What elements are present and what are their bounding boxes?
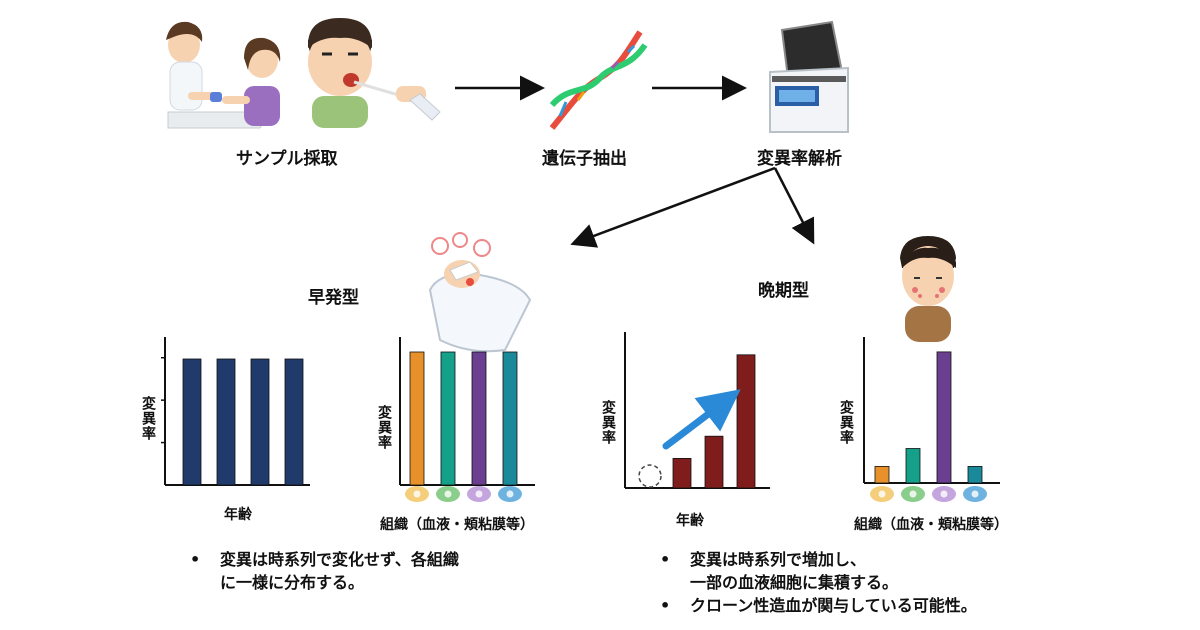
dna-helix-icon <box>549 30 648 130</box>
early-tissue-ylabel: 変異率 <box>376 405 392 450</box>
late-bullet-1-line-1: 変異は時系列で増加し、 <box>690 550 867 569</box>
step-mutation-analysis-label: 変異率解析 <box>757 149 842 169</box>
charts-layer <box>161 332 1000 502</box>
late-tissue-cell-nucleus <box>878 490 886 498</box>
early-bullet-text: 変異は時系列で変化せず、各組織 に一様に分布する。 <box>220 548 459 594</box>
bullet-dot: • <box>190 550 201 569</box>
early-age-bar <box>250 358 270 486</box>
late-age-ylabel: 変異率 <box>600 400 616 445</box>
early-summary: • 変異は時系列で変化せず、各組織 に一様に分布する。 <box>190 548 590 594</box>
early-tissue-bar <box>471 351 487 486</box>
late-bullet-text-1: 変異は時系列で増加し、 一部の血液細胞に集積する。 <box>690 548 898 594</box>
late-bullet-2: • クローン性造血が関与している可能性。 <box>660 594 1080 617</box>
arrow-to-late <box>773 167 815 245</box>
late-bullet-2-text: クローン性造血が関与している可能性。 <box>690 596 977 615</box>
step-sample-collection-label: サンプル採取 <box>236 149 338 169</box>
late-type-title: 晩期型 <box>758 281 809 301</box>
late-tissue-bar <box>967 466 983 484</box>
late-age-bar <box>704 435 724 489</box>
late-age-bar-empty <box>638 464 662 488</box>
late-tissue-bar <box>874 466 890 484</box>
late-tissue-cell-nucleus <box>909 490 917 498</box>
late-summary: • 変異は時系列で増加し、 一部の血液細胞に集積する。 • クローン性造血が関与… <box>660 548 1080 617</box>
early-tissue-bar <box>502 351 518 486</box>
early-tissue-bar <box>409 351 425 486</box>
sample-collection-illustration <box>166 18 441 129</box>
early-age-bar <box>216 358 236 486</box>
step-gene-extraction-label: 遺伝子抽出 <box>542 149 627 169</box>
sequencer-machine-icon <box>769 20 849 133</box>
sick-man-illustration <box>900 236 956 342</box>
late-age-trend-arrow <box>662 389 741 450</box>
early-age-ylabel: 変異率 <box>140 396 156 441</box>
early-tissue-cell-nucleus <box>475 490 483 498</box>
bullet-dot: • <box>660 596 671 615</box>
early-age-bar <box>284 358 304 486</box>
early-tissue-xlabel: 組織（血液・頬粘膜等） <box>380 517 534 533</box>
sick-infant-illustration <box>428 232 532 353</box>
late-age-bar <box>672 457 692 489</box>
late-bullet-1: • 変異は時系列で増加し、 一部の血液細胞に集積する。 <box>660 548 1080 594</box>
early-tissue-cell-nucleus <box>444 490 452 498</box>
bullet-dot: • <box>660 550 671 569</box>
late-bullet-1-line-2: 一部の血液細胞に集積する。 <box>690 573 899 592</box>
early-age-bar <box>182 358 202 486</box>
early-bullet-line-2: に一様に分布する。 <box>220 573 365 592</box>
early-tissue-bar <box>440 351 456 486</box>
late-tissue-bar <box>936 351 952 484</box>
late-tissue-bar <box>905 448 921 484</box>
early-bullet-line-1: 変異は時系列で変化せず、各組織 <box>220 550 459 569</box>
late-tissue-cell-nucleus <box>940 490 948 498</box>
early-tissue-cell-nucleus <box>506 490 514 498</box>
early-tissue-cell-nucleus <box>413 490 421 498</box>
late-age-bar <box>736 354 756 489</box>
late-tissue-cell-nucleus <box>971 490 979 498</box>
arrow-to-early <box>570 166 776 248</box>
early-bullet-1: • 変異は時系列で変化せず、各組織 に一様に分布する。 <box>190 548 590 594</box>
early-type-title: 早発型 <box>308 288 359 308</box>
late-tissue-ylabel: 変異率 <box>838 400 854 445</box>
early-age-xlabel: 年齢 <box>224 507 252 523</box>
late-age-xlabel: 年齢 <box>676 513 704 529</box>
late-tissue-xlabel: 組織（血液・頬粘膜等） <box>854 517 1008 533</box>
